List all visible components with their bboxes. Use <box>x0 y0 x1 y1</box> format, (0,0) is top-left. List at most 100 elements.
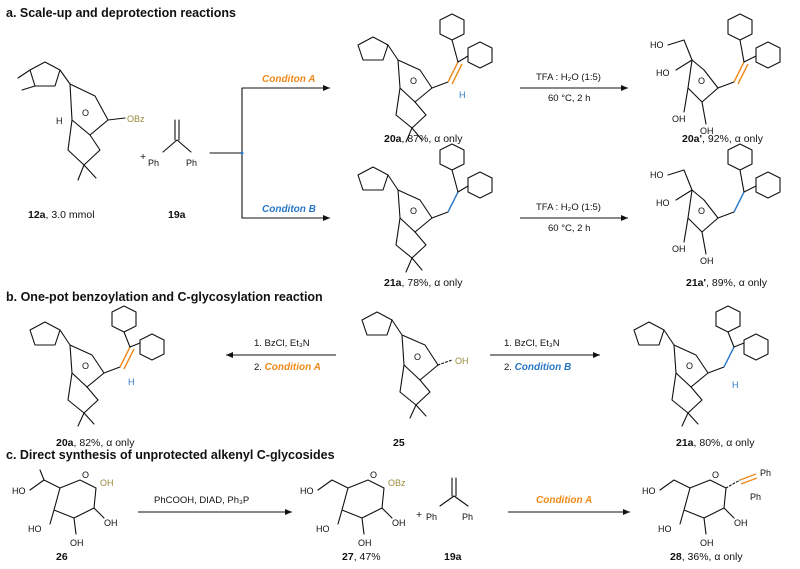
structure-21a-b: O H <box>633 305 769 427</box>
label-19a: 19a <box>168 209 186 221</box>
structure-20a: O H <box>357 13 493 143</box>
ring-oxygen-20a-prime: O <box>698 76 705 86</box>
plus-sign-a: + <box>140 151 146 163</box>
phenyl-20a-b-1 <box>111 305 137 333</box>
structure-26: HO O OH HO OH OH <box>12 469 118 548</box>
oh-label-27-2: OH <box>358 538 372 548</box>
phenyl-20a-b-2 <box>139 333 165 361</box>
structure-25: O OH <box>361 311 469 419</box>
h-label-20a-b: H <box>128 377 135 387</box>
tfa-condition-2: TFA : H₂O (1:5) <box>536 202 601 213</box>
oh-label-26-3: OH <box>104 518 118 528</box>
phenyl-21a-b-1 <box>715 305 741 333</box>
b-right-step-1: 1. BzCl, Et₃N <box>504 338 560 349</box>
section-b-title: b. One-pot benzoylation and C-glycosylat… <box>6 290 323 304</box>
oh-label-27-3: OH <box>392 518 406 528</box>
branch-point <box>240 151 244 155</box>
b-left-step-1: 1. BzCl, Et₃N <box>254 338 310 349</box>
oh-label-26-1: HO <box>28 524 42 534</box>
oh-label-28-2: OH <box>700 538 714 548</box>
label-20a: 20a, 87%, α only <box>384 133 463 145</box>
ho-label-28: HO <box>642 486 656 496</box>
oh-label-27-1: HO <box>316 524 330 534</box>
oh-label-21a-prime-3: OH <box>700 256 714 266</box>
obz-label-12a: OBz <box>127 114 145 124</box>
phenyl-21a-2 <box>467 171 493 199</box>
oh-label-20a-prime-1: HO <box>656 68 670 78</box>
temp-condition-2: 60 °C, 2 h <box>548 223 590 234</box>
ring-oxygen-21a-prime: O <box>698 206 705 216</box>
oh-label-20a-prime-3: OH <box>700 126 714 136</box>
ph-label-28-2: Ph <box>750 492 761 502</box>
phenyl-21a-b-2 <box>743 333 769 361</box>
label-21a-b: 21a, 80%, α only <box>676 437 755 449</box>
structure-27: HO O OBz HO OH OH <box>300 470 406 548</box>
ring-oxygen-28: O <box>712 470 719 480</box>
oh-label-21a-prime-2: OH <box>672 244 686 254</box>
ring-oxygen-26: O <box>82 470 89 480</box>
obz-label-27: OBz <box>388 478 406 488</box>
section-c-title: c. Direct synthesis of unprotected alken… <box>6 448 335 462</box>
ring-oxygen-21a-b: O <box>686 361 693 371</box>
label-19a-c: 19a <box>444 551 462 563</box>
c-reagents: PhCOOH, DIAD, Ph₃P <box>154 495 249 506</box>
h-label-12a: H <box>56 116 63 126</box>
phenyl-21a-prime-1 <box>727 143 753 171</box>
phenyl-20a-prime-2 <box>755 41 781 69</box>
ring-oxygen-25: O <box>414 352 421 362</box>
oh-label-21a-prime-1: HO <box>656 198 670 208</box>
structure-21a: O <box>357 143 493 273</box>
phenyl-20a-prime-1 <box>727 13 753 41</box>
phenyl-20a-2 <box>467 41 493 69</box>
phenyl-21a-prime-2 <box>755 171 781 199</box>
structure-21a-prime: HO HO OH OH O <box>650 143 781 266</box>
oh-label-25: OH <box>455 356 469 366</box>
oh-label-28-1: HO <box>658 524 672 534</box>
condition-a-label: Conditon A <box>262 74 316 85</box>
ho-label-26: HO <box>12 486 26 496</box>
h-label-21a-b: H <box>732 380 739 390</box>
ring-oxygen-12a: O <box>82 108 89 118</box>
b-left-step-2: 2. Condition A <box>254 362 321 373</box>
ho-label-27: HO <box>300 486 314 496</box>
structure-20a-prime: HO HO OH OH O <box>650 13 781 136</box>
plus-sign-c: + <box>416 509 422 521</box>
section-a-title: a. Scale-up and deprotection reactions <box>6 6 236 20</box>
tfa-condition-1: TFA : H₂O (1:5) <box>536 72 601 83</box>
label-27: 27, 47% <box>342 551 381 563</box>
structure-28: HO O Ph Ph HO OH OH <box>642 468 771 548</box>
structure-19a-c: Ph Ph <box>426 477 473 522</box>
structure-20a-b: O H <box>29 305 165 427</box>
ph-left-19a: Ph <box>148 158 159 168</box>
label-25: 25 <box>393 437 405 449</box>
condition-b-label: Conditon B <box>262 204 316 215</box>
label-28: 28, 36%, α only <box>670 551 743 563</box>
oh-label-26-2: OH <box>70 538 84 548</box>
label-20a-b: 20a, 82%, α only <box>56 437 135 449</box>
c-condition-a: Condition A <box>536 495 592 506</box>
label-21a-prime: 21a', 89%, α only <box>686 277 768 289</box>
ho-label-20a-prime: HO <box>650 40 664 50</box>
ho-label-21a-prime: HO <box>650 170 664 180</box>
label-21a: 21a, 78%, α only <box>384 277 463 289</box>
label-26: 26 <box>56 551 68 563</box>
ring-oxygen-21a: O <box>410 206 417 216</box>
h-label-20a: H <box>459 90 466 100</box>
b-right-step-2: 2. Condition B <box>504 362 571 373</box>
oh-label-28-3: OH <box>734 518 748 528</box>
structure-12a: O H OBz <box>17 61 145 181</box>
ring-oxygen-20a-b: O <box>82 361 89 371</box>
label-12a: 12a, 3.0 mmol <box>28 209 95 221</box>
label-20a-prime: 20a', 92%, α only <box>682 133 764 145</box>
phenyl-20a-1 <box>439 13 465 41</box>
structure-19a: Ph Ph <box>148 119 197 168</box>
temp-condition-1: 60 °C, 2 h <box>548 93 590 104</box>
phenyl-21a-1 <box>439 143 465 171</box>
ring-oxygen-27: O <box>370 470 377 480</box>
ring-oxygen-20a: O <box>410 76 417 86</box>
oh-label-20a-prime-2: OH <box>672 114 686 124</box>
ph-right-19a: Ph <box>186 158 197 168</box>
ph-right-19a-c: Ph <box>462 512 473 522</box>
ph-label-28-1: Ph <box>760 468 771 478</box>
